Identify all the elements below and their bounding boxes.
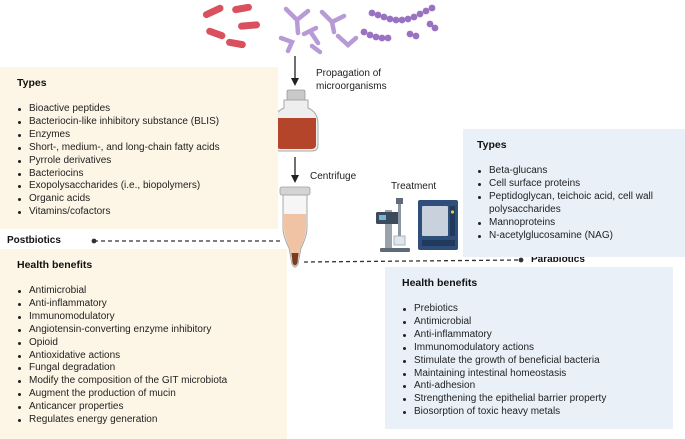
- list-item: Strengthening the epithelial barrier pro…: [402, 393, 672, 406]
- list-item: Bioactive peptides: [17, 103, 277, 116]
- list-item: Antimicrobial: [17, 285, 285, 298]
- list-item: Anti-adhesion: [402, 380, 672, 393]
- parabiotics-types-title: Types: [477, 139, 507, 151]
- list-item: Enzymes: [17, 129, 277, 142]
- list-item: Fungal degradation: [17, 362, 285, 375]
- list-item: Modify the composition of the GIT microb…: [17, 375, 285, 388]
- parabiotics-health-panel: Health benefits Prebiotics Antimicrobial…: [385, 267, 673, 429]
- postbiotics-health-title: Health benefits: [17, 259, 93, 271]
- parabiotics-label: Parabiotics: [531, 254, 585, 265]
- list-item: Maintaining intestinal homeostasis: [402, 368, 672, 381]
- postbiotics-types-list: Bioactive peptides Bacteriocin-like inhi…: [17, 103, 277, 219]
- list-item: Immunomodulatory actions: [402, 342, 672, 355]
- list-item: Stimulate the growth of beneficial bacte…: [402, 355, 672, 368]
- list-item: Anticancer properties: [17, 401, 285, 414]
- list-item: Peptidoglycan, teichoic acid, cell wall …: [477, 191, 683, 217]
- parabiotics-health-list: Prebiotics Antimicrobial Anti-inflammato…: [402, 303, 672, 419]
- list-item: Anti-inflammatory: [402, 329, 672, 342]
- list-item: Antioxidative actions: [17, 350, 285, 363]
- parabiotics-connector: [303, 259, 522, 263]
- list-item: N-acetylglucosamine (NAG): [477, 230, 683, 243]
- list-item: Antimicrobial: [402, 316, 672, 329]
- postbiotics-types-title: Types: [17, 77, 47, 89]
- postbiotics-types-panel: Types Bioactive peptides Bacteriocin-lik…: [0, 67, 278, 229]
- list-item: Bacteriocin-like inhibitory substance (B…: [17, 116, 277, 129]
- list-item: Prebiotics: [402, 303, 672, 316]
- sonicator-icon: [376, 198, 410, 252]
- oven-icon: [418, 200, 458, 250]
- list-item: Cell surface proteins: [477, 178, 683, 191]
- list-item: Bacteriocins: [17, 168, 277, 181]
- treatment-label: Treatment: [391, 181, 437, 192]
- list-item: Short-, medium-, and long-chain fatty ac…: [17, 142, 277, 155]
- list-item: Opioid: [17, 337, 285, 350]
- postbiotics-health-list: Antimicrobial Anti-inflammatory Immunomo…: [17, 285, 285, 427]
- list-item: Exopolysaccharides (i.e., biopolymers): [17, 180, 277, 193]
- list-item: Anti-inflammatory: [17, 298, 285, 311]
- centrifuge-label: Centrifuge: [310, 171, 357, 182]
- list-item: Augment the production of mucin: [17, 388, 285, 401]
- list-item: Vitamins/cofactors: [17, 206, 277, 219]
- list-item: Angiotensin-converting enzyme inhibitory: [17, 324, 285, 337]
- postbiotics-label: Postbiotics: [7, 235, 61, 246]
- list-item: Immunomodulatory: [17, 311, 285, 324]
- propagation-label: Propagation of microorganisms: [316, 68, 387, 92]
- list-item: Mannoproteins: [477, 217, 683, 230]
- list-item: Pyrrole derivatives: [17, 155, 277, 168]
- parabiotics-types-panel: Types Beta-glucans Cell surface proteins…: [463, 129, 685, 257]
- list-item: Beta-glucans: [477, 165, 683, 178]
- list-item: Regulates energy generation: [17, 414, 285, 427]
- postbiotics-health-panel: Health benefits Antimicrobial Anti-infla…: [0, 249, 287, 439]
- branched-bacteria-icon: [278, 6, 359, 55]
- list-item: Biosorption of toxic heavy metals: [402, 406, 672, 419]
- list-item: Organic acids: [17, 193, 277, 206]
- parabiotics-types-list: Beta-glucans Cell surface proteins Pepti…: [477, 165, 683, 242]
- chain-bacteria-icon: [360, 4, 439, 42]
- parabiotics-health-title: Health benefits: [402, 277, 478, 289]
- rod-bacteria-icon: [202, 3, 261, 49]
- culture-flask-icon: [273, 89, 319, 152]
